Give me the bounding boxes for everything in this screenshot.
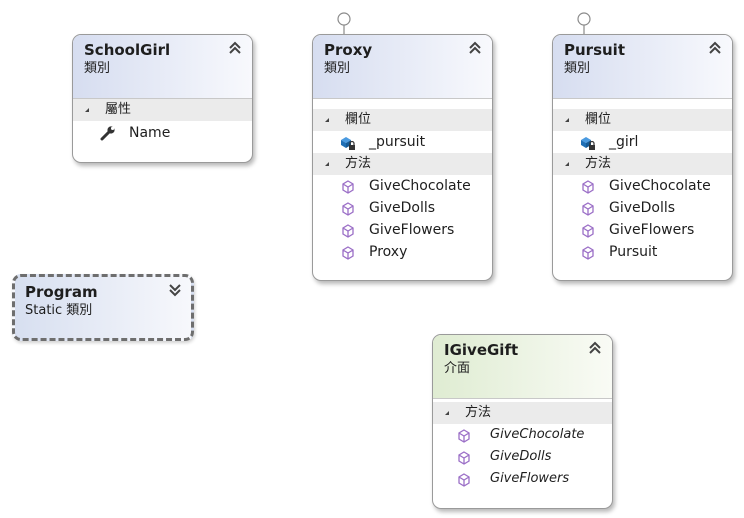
wrench-icon: [100, 126, 115, 141]
class-kind: 類別: [564, 61, 591, 76]
class-header[interactable]: Pursuit 類別: [553, 35, 732, 99]
member-label: GiveDolls: [609, 200, 676, 216]
interface-igivegift[interactable]: IGiveGift 介面 方法 GiveChocolate GiveDolls …: [432, 334, 613, 509]
class-proxy[interactable]: Proxy 類別 欄位 _pursuit 方法 GiveChocolate: [312, 34, 493, 281]
member-method[interactable]: GiveDolls: [553, 197, 732, 219]
member-method[interactable]: GiveFlowers: [433, 468, 612, 490]
method-cube-icon: [582, 180, 594, 194]
member-label: GiveFlowers: [609, 222, 695, 238]
field-lock-icon: [341, 137, 355, 150]
section-label: 欄位: [585, 112, 612, 127]
section-gap: [313, 99, 492, 109]
class-name: Pursuit: [564, 41, 625, 59]
section-header-properties[interactable]: 屬性: [73, 99, 252, 121]
member-method[interactable]: Pursuit: [553, 241, 732, 263]
class-header[interactable]: Proxy 類別: [313, 35, 492, 99]
interface-lollipop-pursuit: [577, 12, 591, 35]
method-cube-icon: [458, 451, 470, 465]
member-method[interactable]: Proxy: [313, 241, 492, 263]
section-header-methods[interactable]: 方法: [433, 402, 612, 424]
member-label: _girl: [609, 134, 639, 150]
member-label: GiveDolls: [369, 200, 436, 216]
section-label: 屬性: [105, 102, 132, 117]
class-name: Proxy: [324, 41, 373, 59]
method-cube-icon: [342, 180, 354, 194]
member-label: GiveFlowers: [490, 471, 570, 486]
member-label: Pursuit: [609, 244, 658, 260]
member-label: Proxy: [369, 244, 408, 260]
section-label: 方法: [345, 156, 372, 171]
interface-name: IGiveGift: [444, 341, 519, 359]
double-chevron-up-icon[interactable]: [588, 341, 602, 355]
triangle-expanded-icon[interactable]: [85, 108, 89, 112]
section-gap: [553, 99, 732, 109]
class-kind: Static 類別: [25, 303, 93, 318]
member-field[interactable]: _girl: [553, 131, 732, 153]
member-label: GiveChocolate: [490, 427, 585, 442]
class-name: Program: [25, 283, 98, 301]
class-schoolgirl[interactable]: SchoolGirl 類別 屬性 Name: [72, 34, 253, 163]
field-lock-icon: [581, 137, 595, 150]
triangle-expanded-icon[interactable]: [565, 118, 569, 122]
member-label: Name: [129, 125, 171, 141]
member-property[interactable]: Name: [73, 121, 252, 145]
class-pursuit[interactable]: Pursuit 類別 欄位 _girl 方法 GiveChocolate: [552, 34, 733, 281]
class-kind: 類別: [84, 61, 111, 76]
triangle-expanded-icon[interactable]: [565, 162, 569, 166]
method-cube-icon: [582, 224, 594, 238]
interface-header[interactable]: IGiveGift 介面: [433, 335, 612, 399]
member-label: GiveFlowers: [369, 222, 455, 238]
member-method[interactable]: GiveChocolate: [433, 424, 612, 446]
interface-lollipop-proxy: [337, 12, 351, 35]
section-header-fields[interactable]: 欄位: [313, 109, 492, 131]
member-method[interactable]: GiveChocolate: [553, 175, 732, 197]
section-label: 方法: [465, 405, 492, 420]
member-method[interactable]: GiveDolls: [313, 197, 492, 219]
member-method[interactable]: GiveFlowers: [553, 219, 732, 241]
method-cube-icon: [458, 429, 470, 443]
member-method[interactable]: GiveChocolate: [313, 175, 492, 197]
method-cube-icon: [458, 473, 470, 487]
class-kind: 類別: [324, 61, 351, 76]
double-chevron-up-icon[interactable]: [228, 41, 242, 55]
member-label: _pursuit: [369, 134, 426, 150]
section-label: 欄位: [345, 112, 372, 127]
triangle-expanded-icon[interactable]: [445, 411, 449, 415]
class-header[interactable]: SchoolGirl 類別: [73, 35, 252, 99]
class-program[interactable]: Program Static 類別: [12, 274, 194, 341]
class-header[interactable]: Program Static 類別: [15, 277, 191, 320]
member-label: GiveDolls: [490, 449, 552, 464]
member-method[interactable]: GiveDolls: [433, 446, 612, 468]
method-cube-icon: [342, 224, 354, 238]
section-header-methods[interactable]: 方法: [313, 153, 492, 175]
member-method[interactable]: GiveFlowers: [313, 219, 492, 241]
method-cube-icon: [342, 246, 354, 260]
member-label: GiveChocolate: [369, 178, 471, 194]
triangle-expanded-icon[interactable]: [325, 162, 329, 166]
section-header-fields[interactable]: 欄位: [553, 109, 732, 131]
member-field[interactable]: _pursuit: [313, 131, 492, 153]
triangle-expanded-icon[interactable]: [325, 118, 329, 122]
class-name: SchoolGirl: [84, 41, 171, 59]
section-label: 方法: [585, 156, 612, 171]
double-chevron-up-icon[interactable]: [708, 41, 722, 55]
double-chevron-down-icon[interactable]: [168, 283, 182, 297]
method-cube-icon: [582, 202, 594, 216]
member-label: GiveChocolate: [609, 178, 711, 194]
section-header-methods[interactable]: 方法: [553, 153, 732, 175]
interface-kind: 介面: [444, 361, 471, 376]
method-cube-icon: [342, 202, 354, 216]
method-cube-icon: [582, 246, 594, 260]
double-chevron-up-icon[interactable]: [468, 41, 482, 55]
